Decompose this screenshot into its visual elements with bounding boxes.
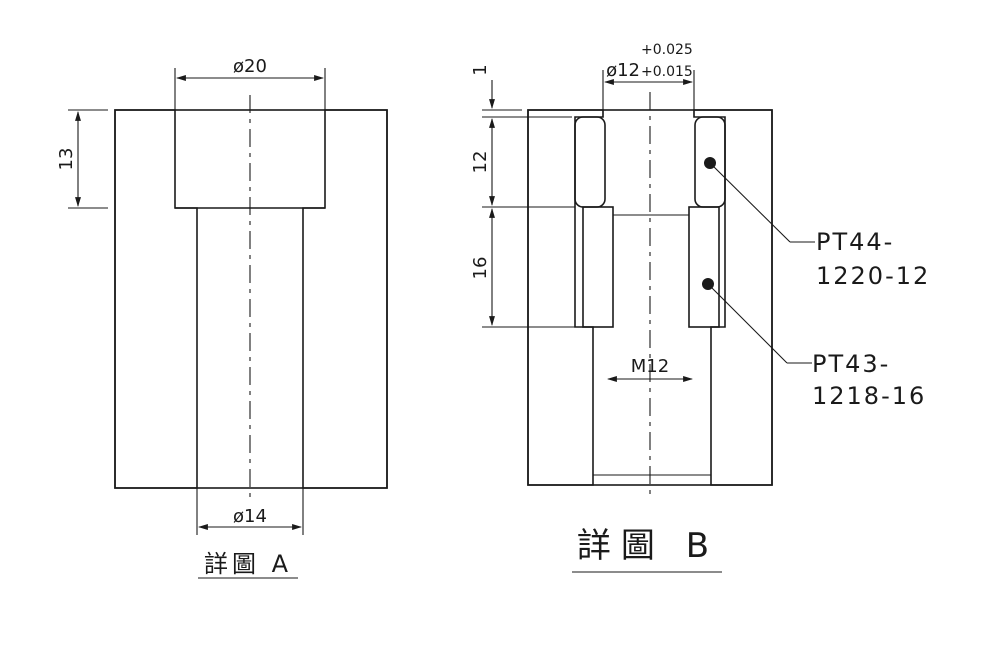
bushing-pt43-right (688, 206, 720, 328)
dim-bottom-diameter-label: ø14 (233, 506, 267, 527)
detail-a: ø20 13 ø14 詳圖 A (56, 56, 388, 579)
callout-pt43-line2: 1218-16 (812, 382, 926, 410)
callout-pt43-line1: PT43- (812, 350, 890, 378)
detail-b-top-offset-dimension: 1 (470, 64, 572, 118)
dim-bushing1-label: 12 (470, 151, 491, 174)
detail-a-title: 詳圖 A (204, 550, 292, 578)
detail-b-thread-dimension: M12 (607, 356, 693, 382)
dim-thread-label: M12 (631, 356, 669, 377)
dim-depth-label: 13 (56, 148, 77, 171)
callout-pt44: PT44- 1220-12 (704, 157, 930, 290)
detail-b-bore-diameter-dimension: ø12 +0.025 +0.015 (602, 42, 695, 117)
detail-b: 1 ø12 +0.025 +0.015 12 16 M12 (470, 42, 930, 573)
bushing-pt43-left (582, 206, 614, 328)
detail-a-bottom-diameter-dimension: ø14 (196, 488, 304, 535)
detail-b-left-wall (527, 109, 604, 486)
detail-a-left-wall (114, 109, 198, 489)
callout-pt44-line1: PT44- (816, 228, 894, 256)
bushing-pt44-left (574, 116, 606, 208)
detail-a-top-diameter-dimension: ø20 (174, 56, 326, 110)
dim-bushing2-label: 16 (470, 257, 491, 280)
callout-pt43: PT43- 1218-16 (702, 278, 926, 410)
detail-a-depth-dimension: 13 (56, 109, 108, 209)
dim-bore-diameter-label: ø12 (606, 60, 640, 81)
detail-a-outline (114, 109, 388, 489)
detail-b-title: 詳圖 B (577, 526, 719, 566)
detail-b-bushing1-length-dimension: 12 (470, 118, 575, 208)
detail-a-right-wall (302, 109, 388, 489)
detail-b-bushing2-length-dimension: 16 (470, 208, 583, 328)
tolerance-upper: +0.025 (641, 42, 693, 58)
dim-top-offset-label: 1 (470, 64, 491, 75)
tolerance-lower: +0.015 (641, 64, 693, 80)
callout-pt44-line2: 1220-12 (816, 262, 930, 290)
dim-top-diameter-label: ø20 (233, 56, 267, 77)
